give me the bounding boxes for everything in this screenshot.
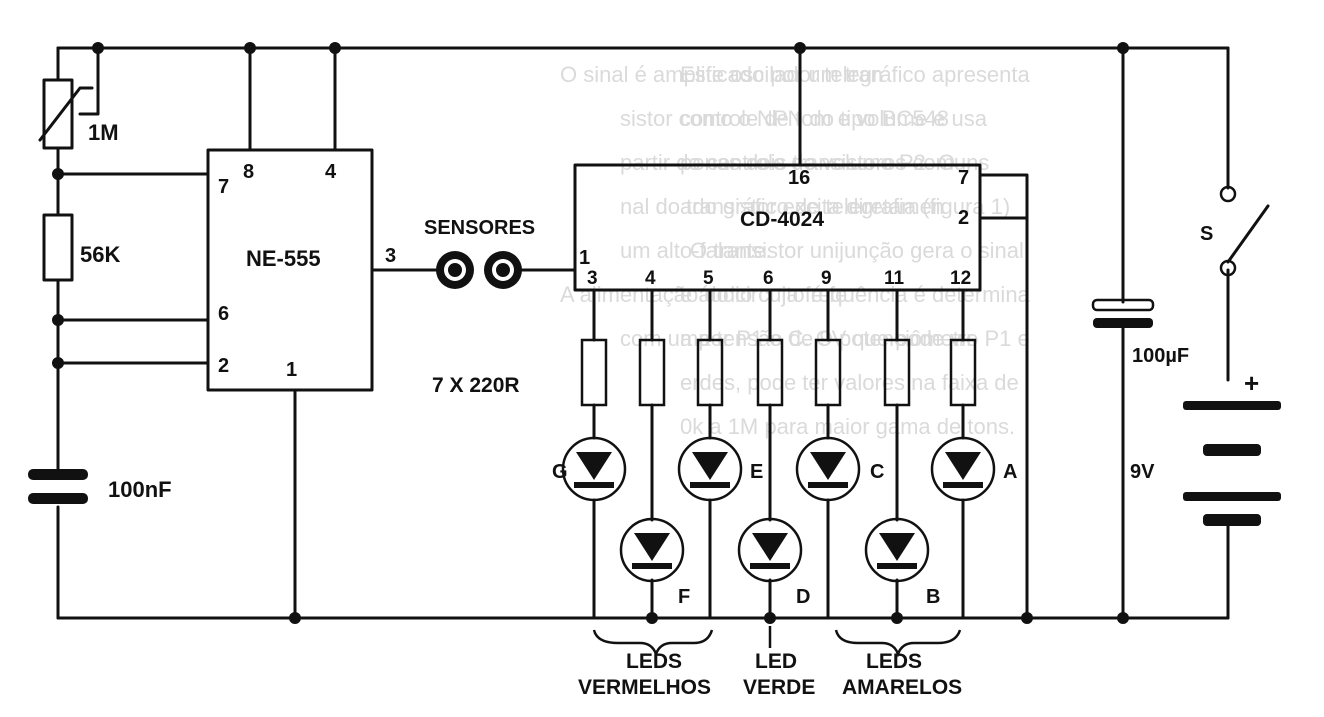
green-led-line2: VERDE bbox=[743, 676, 815, 699]
led-d bbox=[737, 517, 803, 583]
cap2-label: 100µF bbox=[1132, 345, 1189, 367]
ic2-pin1: 1 bbox=[579, 247, 590, 269]
svg-text:sistor como o NPN do tipo BC54: sistor como o NPN do tipo BC548 bbox=[620, 106, 949, 131]
led-a bbox=[930, 436, 996, 502]
led-g bbox=[561, 436, 627, 502]
ic2-out-4: 4 bbox=[645, 268, 656, 289]
ic1-pin2: 2 bbox=[218, 355, 229, 377]
group-braces bbox=[592, 626, 962, 658]
ic1-pin8: 8 bbox=[243, 161, 254, 183]
svg-text:A alimentação do circuito é fe: A alimentação do circuito é fe bbox=[560, 282, 847, 307]
led-label-e: E bbox=[750, 461, 763, 483]
group-labels: LEDS VERMELHOS LED VERDE LEDS AMARELOS bbox=[578, 650, 962, 699]
ic1-pin4: 4 bbox=[325, 161, 337, 183]
resistors-label: 7 X 220R bbox=[432, 374, 520, 397]
led-b bbox=[864, 517, 930, 583]
yellow-leds-line1: LEDS bbox=[866, 650, 922, 673]
svg-text:erdes, pode ter valores na fai: erdes, pode ter valores na faixa de bbox=[680, 370, 1019, 395]
battery-plus: + bbox=[1244, 368, 1259, 398]
battery-9v: + 9V bbox=[1130, 368, 1281, 526]
cap1-label: 100nF bbox=[108, 477, 172, 502]
led-label-g: G bbox=[552, 461, 568, 483]
potentiometer-1m: 1M bbox=[38, 78, 119, 150]
svg-text:0k a 1M para maior gama de ton: 0k a 1M para maior gama de tons. bbox=[680, 414, 1015, 439]
ic2-out-6: 6 bbox=[763, 268, 774, 289]
green-led-line1: LED bbox=[755, 650, 797, 673]
red-leds-line2: VERMELHOS bbox=[578, 676, 711, 699]
svg-text:penas dois transistores comuns: penas dois transistores comuns bbox=[680, 150, 989, 175]
battery-label: 9V bbox=[1130, 461, 1155, 483]
led-label-f: F bbox=[678, 586, 690, 608]
switch-label: S bbox=[1200, 223, 1213, 245]
led-label-c: C bbox=[870, 461, 884, 483]
ic2-name: CD-4024 bbox=[740, 208, 824, 231]
red-leds-line1: LEDS bbox=[626, 650, 682, 673]
led-e bbox=[677, 436, 743, 502]
svg-text:um alto-falante.: um alto-falante. bbox=[620, 238, 772, 263]
ic2-out-5: 5 bbox=[703, 268, 714, 289]
svg-text:ado gráfico de telegrafia (fig: ado gráfico de telegrafia (figura 1) bbox=[680, 194, 1010, 219]
junction-dots bbox=[52, 42, 1129, 624]
ic2-out-3: 3 bbox=[587, 268, 598, 289]
yellow-leds-line2: AMARELOS bbox=[842, 676, 962, 699]
svg-text:O sinal é amplificado por um t: O sinal é amplificado por um tran bbox=[560, 62, 883, 87]
output-resistors: 7 X 220R bbox=[432, 338, 977, 407]
ic1-pin6: 6 bbox=[218, 303, 229, 325]
ne555-chip: NE-555 8 4 7 6 2 1 3 bbox=[206, 148, 396, 392]
svg-text:nal do transistor excita diret: nal do transistor excita diretamen bbox=[620, 194, 944, 219]
svg-text:a por P1 e C. O potenciômetro: a por P1 e C. O potenciômetro P1 e bbox=[680, 326, 1030, 351]
pot-label: 1M bbox=[88, 120, 119, 145]
svg-text:controle de tom e volume e usa: controle de tom e volume e usa bbox=[680, 106, 988, 131]
svg-text:e áudio cuja frequência é dete: e áudio cuja frequência é determina bbox=[680, 282, 1031, 307]
svg-text:O transistor unijunção gera o: O transistor unijunção gera o sinal bbox=[690, 238, 1024, 263]
capacitor-100uf: 100µF bbox=[1091, 298, 1189, 367]
svg-text:Este oscilador telegráfico apr: Este oscilador telegráfico apresenta bbox=[680, 62, 1031, 87]
led-f bbox=[619, 517, 685, 583]
ic1-name: NE-555 bbox=[246, 246, 321, 271]
ic2-out-9: 9 bbox=[821, 268, 832, 289]
led-array: G F E D C B A bbox=[552, 436, 1017, 608]
background-bleed-text: O sinal é amplificado por um tran sistor… bbox=[560, 62, 1031, 439]
ic1-pin7: 7 bbox=[218, 176, 229, 198]
ic1-pin3: 3 bbox=[385, 245, 396, 267]
led-label-b: B bbox=[926, 586, 940, 608]
ic1-pin1: 1 bbox=[286, 359, 297, 381]
ic2-out-12: 12 bbox=[950, 268, 971, 289]
ic2-pin7: 7 bbox=[958, 167, 969, 189]
wiring bbox=[56, 46, 1230, 620]
svg-text:partir do controle de volume P: partir do controle de volume P2. O bbox=[620, 150, 955, 175]
capacitor-100nf: 100nF bbox=[28, 469, 172, 504]
sensor-contacts: SENSORES bbox=[424, 217, 535, 289]
led-label-a: A bbox=[1003, 461, 1017, 483]
sensors-label: SENSORES bbox=[424, 217, 535, 239]
led-c bbox=[795, 436, 861, 502]
cd4024-chip: CD-4024 16 7 2 1 3 4 5 6 9 11 12 bbox=[573, 163, 982, 292]
ic2-pin2: 2 bbox=[958, 207, 969, 229]
res1-label: 56K bbox=[80, 242, 120, 267]
resistor-56k: 56K bbox=[42, 213, 120, 282]
led-label-d: D bbox=[796, 586, 810, 608]
power-switch: S bbox=[1200, 185, 1270, 277]
ic2-out-11: 11 bbox=[884, 268, 905, 289]
ic2-pin16: 16 bbox=[788, 167, 810, 189]
svg-text:com uma tensão de 9V que pode: com uma tensão de 9V que pode vir bbox=[620, 326, 973, 351]
